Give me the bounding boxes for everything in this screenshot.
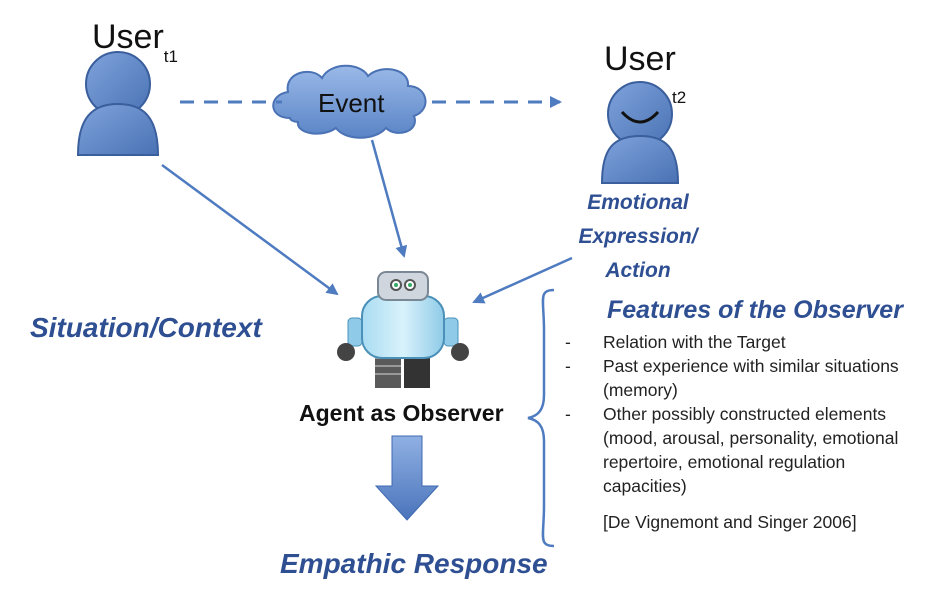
features-list: -Relation with the Target -Past experien… [565, 330, 925, 498]
arrow-event-to-agent [370, 139, 408, 258]
user-t1-label: Usert1 [92, 18, 178, 66]
feature-item: -Relation with the Target [565, 332, 786, 352]
situation-context-label: Situation/Context [30, 312, 262, 343]
emotional-expression-line2: Expression/ [578, 225, 698, 248]
feature-item-text: Relation with the Target [603, 332, 786, 352]
features-brace [527, 288, 555, 548]
robot-agent-icon [337, 271, 469, 388]
user-t1-subscript: t1 [163, 47, 178, 66]
user-t1-figure-icon [76, 51, 160, 156]
feature-item: -Past experience with similar situations… [565, 356, 899, 400]
citation-text: [De Vignemont and Singer 2006] [603, 512, 857, 532]
arrow-user-t1-to-agent [161, 163, 339, 296]
arrow-expression-to-agent [472, 256, 573, 304]
user-t2-smiling-figure-icon [600, 81, 680, 184]
emotional-expression-label: Emotional Expression/ Action [568, 186, 708, 288]
agent-observer-label: Agent as Observer [299, 400, 504, 426]
user-t2-subscript: t2 [672, 88, 687, 107]
event-label: Event [318, 88, 385, 118]
feature-item-text: Other possibly constructed elements (moo… [603, 404, 899, 496]
feature-item: -Other possibly constructed elements (mo… [565, 404, 899, 496]
event-cloud-shape [272, 64, 427, 139]
user-t1-text: User [92, 18, 164, 56]
emotional-expression-line3: Action [605, 259, 671, 282]
empathic-response-label: Empathic Response [280, 548, 548, 579]
user-t2-label: User [604, 40, 676, 79]
emotional-expression-line1: Emotional [587, 191, 689, 214]
user-t2-text: User [604, 40, 676, 78]
feature-item-text: Past experience with similar situations … [603, 356, 899, 400]
down-arrow-to-response [374, 435, 440, 521]
features-title: Features of the Observer [607, 296, 903, 324]
